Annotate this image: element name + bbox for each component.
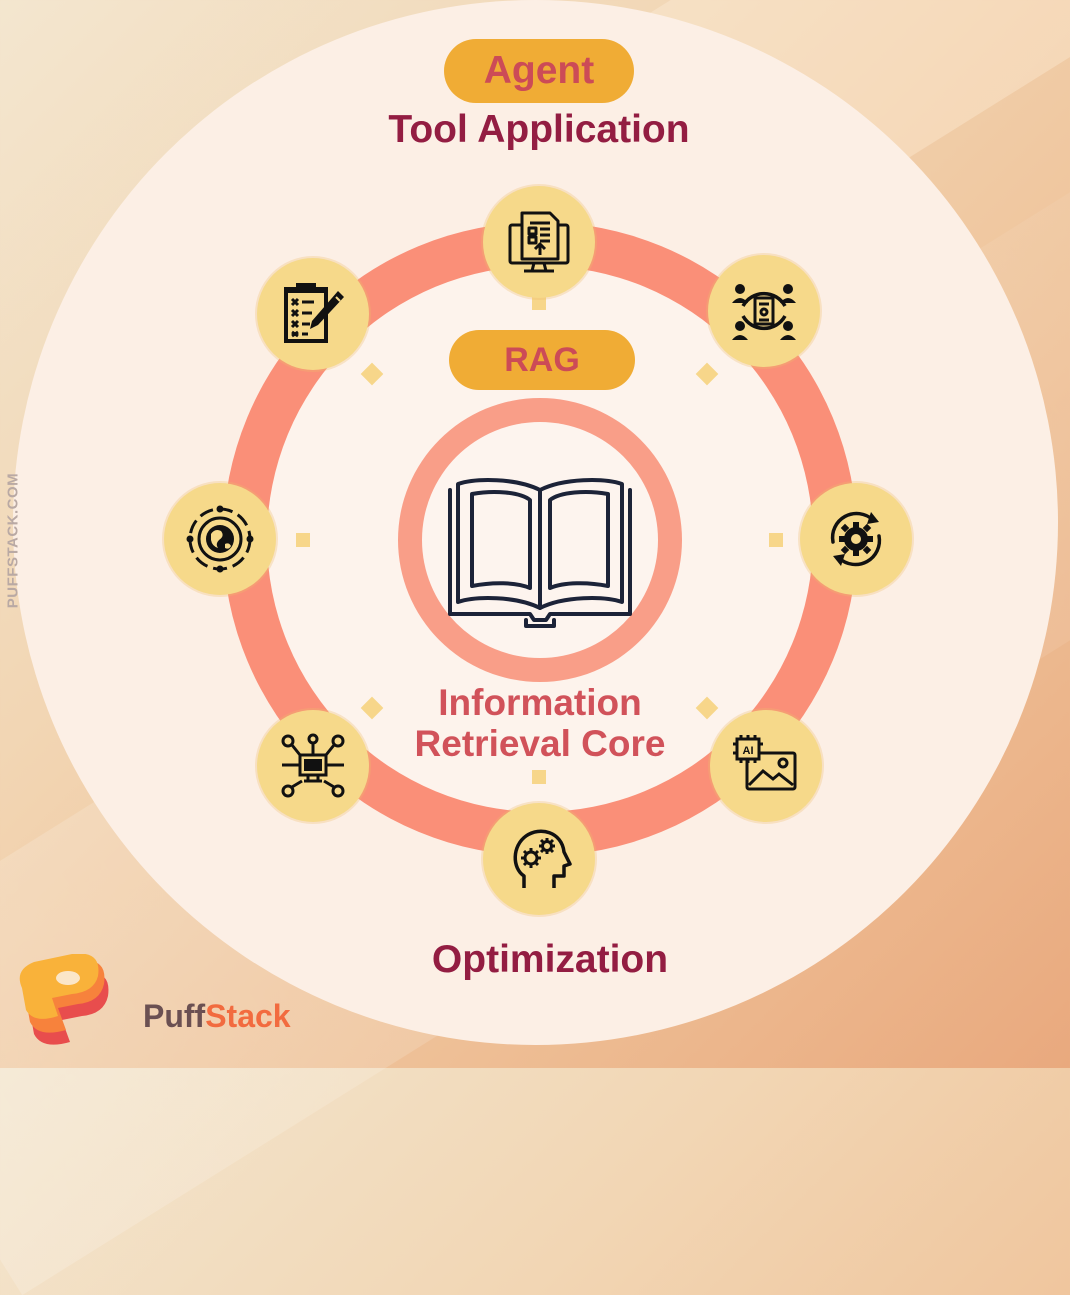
core-label-line1: Information (438, 682, 642, 723)
team-collaboration-node (708, 255, 820, 367)
document-upload-monitor-icon (508, 211, 570, 273)
svg-text:AI: AI (743, 745, 754, 757)
brand-name: PuffStack (143, 998, 291, 1035)
globe-orbit-icon (186, 505, 254, 573)
head-gears-node (483, 803, 595, 915)
agent-pill: Agent (444, 39, 634, 103)
gear-refresh-node (800, 483, 912, 595)
brand-part2: Stack (205, 998, 291, 1034)
connector-dot (769, 533, 783, 547)
team-collaboration-icon (732, 284, 796, 340)
ai-image-node: AI (710, 710, 822, 822)
checklist-node (257, 258, 369, 370)
core-label-line2: Retrieval Core (414, 723, 666, 764)
connector-dot (532, 770, 546, 784)
head-gears-thinking-icon (513, 829, 572, 888)
checklist-clipboard-icon (284, 283, 344, 343)
tool-application-title: Tool Application (388, 108, 690, 151)
network-computer-icon (281, 733, 345, 798)
network-computer-node (257, 710, 369, 822)
document-upload-node (483, 186, 595, 298)
open-book-icon (448, 478, 632, 628)
gear-refresh-icon (830, 511, 882, 567)
core-label: Information Retrieval Core (380, 682, 700, 764)
brand-part1: Puff (143, 998, 206, 1034)
watermark-text: PUFFSTACK.COM (4, 472, 22, 609)
connector-dot (532, 296, 546, 310)
ai-image-generation-icon: AI (733, 735, 797, 791)
rag-pill: RAG (449, 330, 635, 390)
puffstack-logo (19, 954, 109, 1045)
globe-orbit-node (164, 483, 276, 595)
optimization-title: Optimization (431, 938, 669, 981)
connector-dot (296, 533, 310, 547)
